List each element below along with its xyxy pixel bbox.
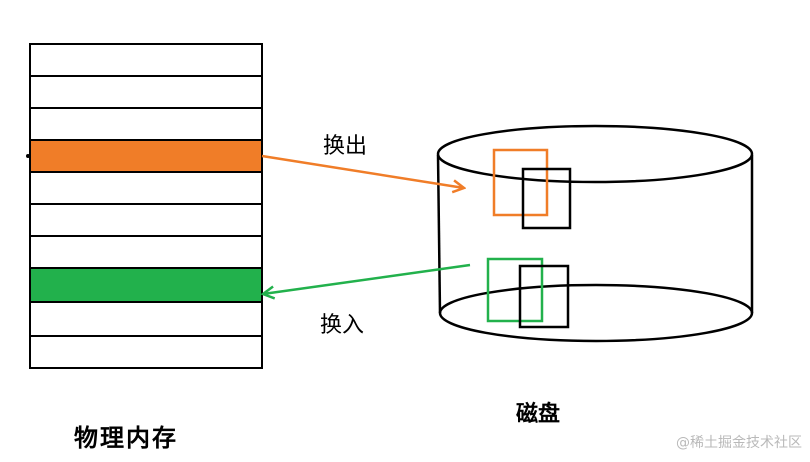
disk-bottom-ellipse [438,283,754,343]
watermark: @稀土掘金技术社区 [676,435,802,451]
memory-row [29,43,263,77]
memory-row [29,335,263,369]
memory-marker-dot [26,154,30,158]
disk-block-black-upper [521,167,572,230]
memory-row-swapped-out [29,139,263,173]
disk-cylinder [436,124,754,343]
memory-row [29,75,263,109]
physical-memory-block [26,43,263,369]
memory-row [29,107,263,141]
memory-row [29,203,263,237]
physical-memory-label: 物理内存 [74,423,178,452]
swap-out-label: 换出 [323,134,368,159]
disk-block-swap-in-source [486,257,544,323]
memory-row-swapped-in [29,267,263,303]
disk-left-side [436,154,442,314]
swap-out-arrow [261,154,464,188]
memory-row [29,171,263,205]
memory-row [29,301,263,337]
disk-top-ellipse [436,124,754,184]
memory-row [29,235,263,269]
disk-block-black-lower [518,264,570,329]
disk-label: 磁盘 [516,401,561,427]
swap-in-arrow [263,263,471,294]
swap-in-label: 换入 [320,313,365,338]
disk-block-swapped-out [492,148,549,217]
